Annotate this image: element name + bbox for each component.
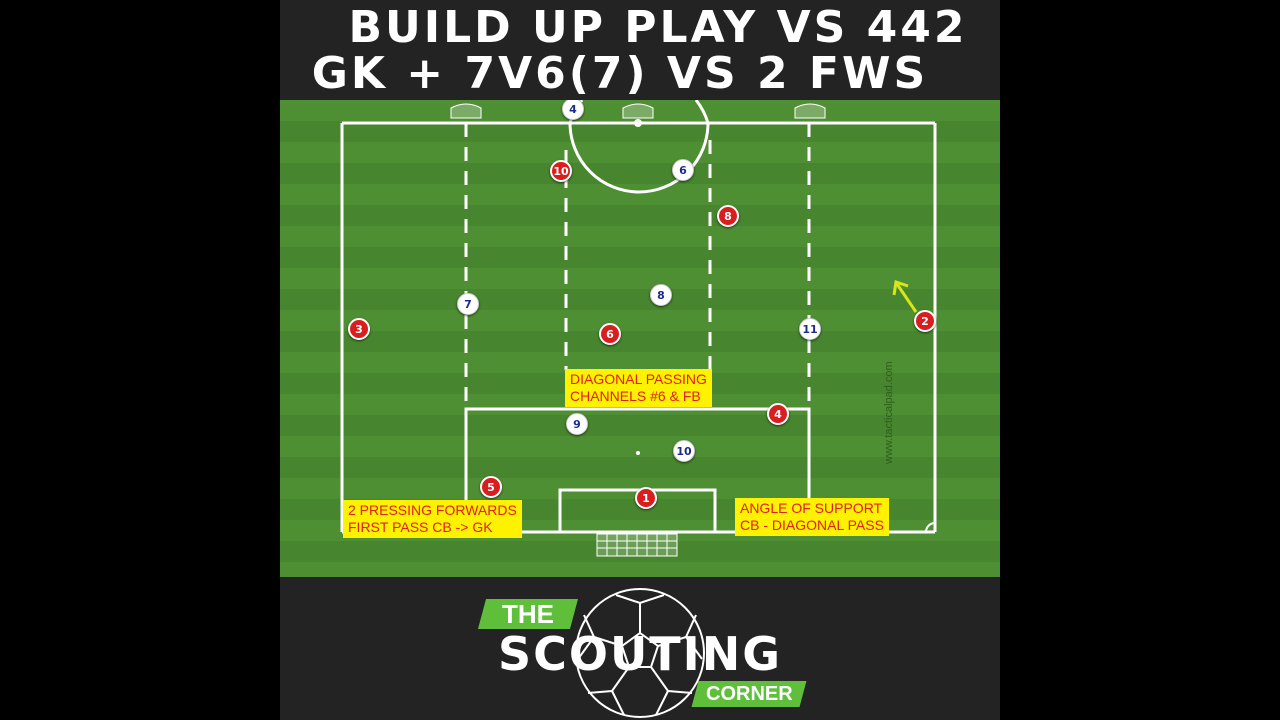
player-red-8[interactable]: 8 <box>717 205 739 227</box>
note-diagonal-line-1: DIAGONAL PASSING <box>570 371 707 387</box>
note-diagonal-line-2: CHANNELS #6 & FB <box>570 388 701 404</box>
player-white-11[interactable]: 11 <box>799 318 821 340</box>
movement-arrow <box>892 280 918 313</box>
video-frame: BUILD UP PLAY VS 442 GK + 7V6(7) VS 2 FW… <box>280 0 1000 720</box>
logo-corner-text: CORNER <box>705 683 793 705</box>
centre-circle <box>568 122 710 194</box>
player-red-5[interactable]: 5 <box>480 476 502 498</box>
logo-the-text: THE <box>502 599 554 629</box>
note-angle-line-1: ANGLE OF SUPPORT <box>740 500 883 516</box>
player-red-6[interactable]: 6 <box>599 323 621 345</box>
note-angle-line-2: CB - DIAGONAL PASS <box>740 517 884 533</box>
corner-arc <box>925 522 936 533</box>
player-red-1-goalkeeper[interactable]: 1 <box>635 487 657 509</box>
title-line-2: GK + 7V6(7) VS 2 FWS <box>311 48 929 99</box>
tactical-pitch: 4 10 6 8 8 7 3 6 11 2 4 9 10 5 1 DIAGONA… <box>280 100 1000 577</box>
centre-spot <box>634 119 642 127</box>
logo-the-tag: THE <box>477 599 579 629</box>
player-white-10[interactable]: 10 <box>673 440 695 462</box>
player-red-3[interactable]: 3 <box>348 318 370 340</box>
player-red-2[interactable]: 2 <box>914 310 936 332</box>
player-white-8[interactable]: 8 <box>650 284 672 306</box>
title-line-1: BUILD UP PLAY VS 442 <box>348 2 968 53</box>
mini-goal-left <box>450 103 482 119</box>
logo-corner-tag: CORNER <box>691 681 807 707</box>
note-angle-of-support: ANGLE OF SUPPORT CB - DIAGONAL PASS <box>735 498 889 536</box>
note-pressing-line-2: FIRST PASS CB -> GK <box>348 519 493 535</box>
player-white-4[interactable]: 4 <box>562 100 584 120</box>
note-pressing-line-1: 2 PRESSING FORWARDS <box>348 502 517 518</box>
penalty-spot <box>636 451 640 455</box>
centre-circle-top-right <box>694 100 710 124</box>
main-goal <box>596 533 678 557</box>
note-diagonal-passing: DIAGONAL PASSING CHANNELS #6 & FB <box>565 369 712 407</box>
player-red-4[interactable]: 4 <box>767 403 789 425</box>
player-white-9[interactable]: 9 <box>566 413 588 435</box>
watermark-text: www.tacticalpad.com <box>883 361 895 464</box>
scouting-corner-logo: THE SCOUTING CORNER <box>470 585 810 720</box>
penalty-box <box>464 407 811 532</box>
mini-goal-centre <box>622 103 654 119</box>
player-white-7[interactable]: 7 <box>457 293 479 315</box>
logo-scouting-text: SCOUTING <box>497 627 783 681</box>
note-pressing-forwards: 2 PRESSING FORWARDS FIRST PASS CB -> GK <box>343 500 522 538</box>
football-icon <box>575 588 705 718</box>
player-white-6[interactable]: 6 <box>672 159 694 181</box>
player-red-10[interactable]: 10 <box>550 160 572 182</box>
mini-goal-right <box>794 103 826 119</box>
